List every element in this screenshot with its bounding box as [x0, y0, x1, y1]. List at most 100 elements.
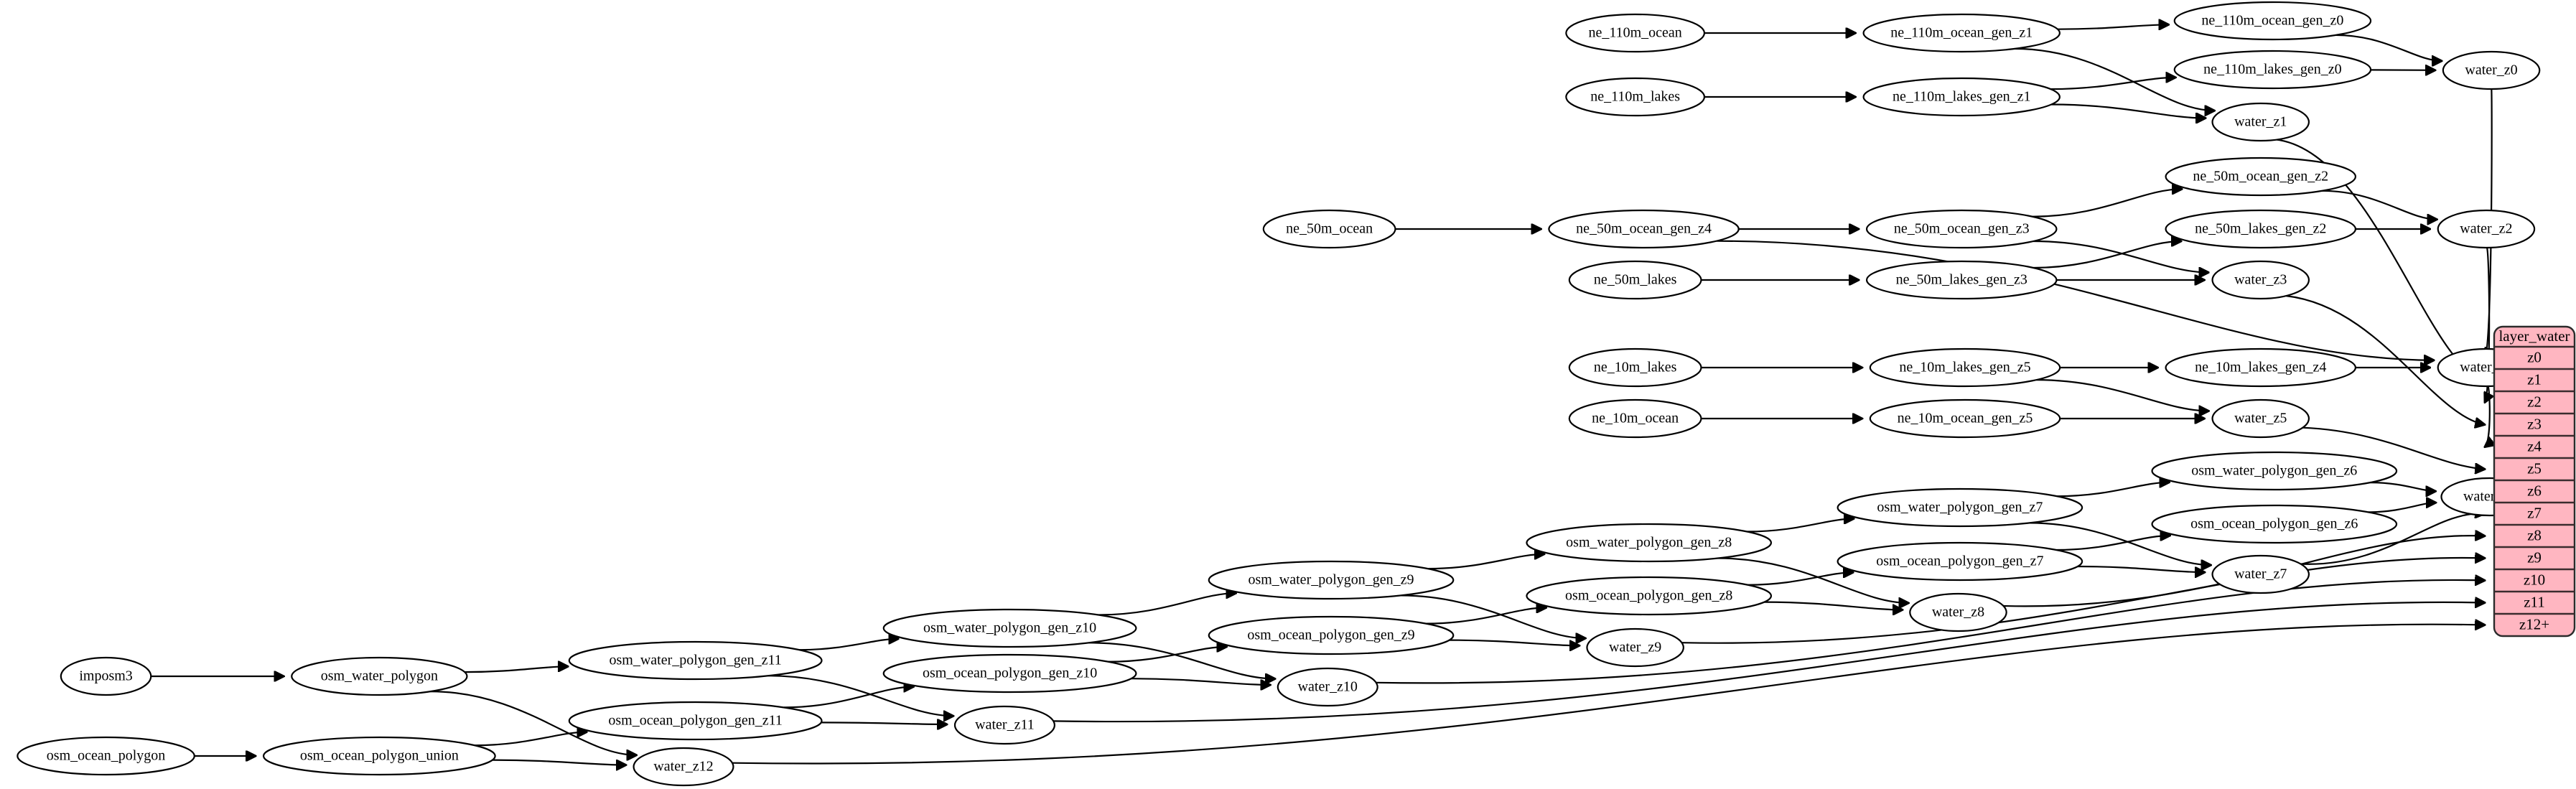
node-shape	[953, 705, 1055, 745]
graph-edge-osm_water_polygon_gen_z6-to-water_z6	[2370, 482, 2436, 491]
graph-node-osm_ocean_polygon_gen_z7[interactable]: osm_ocean_polygon_gen_z7	[1837, 541, 2083, 582]
node-shape	[1909, 592, 2007, 632]
graph-node-osm_water_polygon_gen_z6[interactable]: osm_water_polygon_gen_z6	[2151, 451, 2398, 491]
graph-node-osm_ocean_polygon_gen_z10[interactable]: osm_ocean_polygon_gen_z10	[882, 653, 1137, 694]
graph-node-water_z0[interactable]: water_z0	[2442, 50, 2541, 90]
node-shape	[262, 736, 496, 776]
graph-node-ne_110m_ocean[interactable]: ne_110m_ocean	[1565, 13, 1706, 53]
graph-node-water_z11[interactable]: water_z11	[953, 705, 1055, 745]
graph-edge-osm_water_polygon-to-osm_water_polygon_gen_z11	[465, 666, 568, 673]
graph-edge-ne_50m_ocean_gen_z3-to-ne_50m_ocean_gen_z2	[2032, 189, 2182, 218]
node-shape	[2165, 209, 2357, 249]
graph-node-ne_110m_lakes[interactable]: ne_110m_lakes	[1565, 77, 1706, 117]
graph-edge-water_z5-to-layer_water.z5	[2302, 426, 2485, 470]
graph-edge-osm_water_polygon_gen_z10-to-osm_water_polygon_gen_z9	[1098, 593, 1236, 616]
node-shape	[882, 608, 1137, 648]
node-shape	[60, 656, 152, 696]
graph-node-ne_110m_lakes_gen_z1[interactable]: ne_110m_lakes_gen_z1	[1862, 77, 2061, 117]
node-shape	[1208, 615, 1455, 655]
graph-edge-osm_water_polygon_gen_z10-to-water_z10	[1088, 642, 1275, 678]
graph-node-ne_110m_ocean_gen_z0[interactable]: ne_110m_ocean_gen_z0	[2173, 1, 2372, 41]
graph-node-ne_110m_lakes_gen_z0[interactable]: ne_110m_lakes_gen_z0	[2173, 50, 2372, 90]
graph-node-water_z3[interactable]: water_z3	[2211, 260, 2310, 300]
graph-node-osm_ocean_polygon[interactable]: osm_ocean_polygon	[17, 736, 195, 776]
edges-layer	[151, 24, 2505, 765]
graph-node-ne_10m_lakes[interactable]: ne_10m_lakes	[1568, 347, 1702, 388]
graph-edge-osm_ocean_polygon_gen_z8-to-water_z8	[1764, 601, 1903, 610]
graph-edge-ne_110m_lakes_gen_z1-to-ne_110m_lakes_gen_z0	[2050, 78, 2175, 90]
graph-node-ne_50m_ocean_gen_z4[interactable]: ne_50m_ocean_gen_z4	[1548, 209, 1740, 249]
graph-node-ne_50m_ocean_gen_z3[interactable]: ne_50m_ocean_gen_z3	[1865, 209, 2058, 249]
node-shape	[291, 656, 468, 696]
graph-node-osm_water_polygon_gen_z9[interactable]: osm_water_polygon_gen_z9	[1208, 560, 1455, 600]
node-shape	[2211, 260, 2310, 300]
node-shape	[2165, 347, 2357, 388]
graph-edge-osm_ocean_polygon_gen_z7-to-water_z7	[2077, 565, 2205, 572]
node-shape	[1526, 523, 1773, 563]
graph-edge-water_z2-to-layer_water.z2	[2485, 247, 2489, 403]
node-shape	[1277, 667, 1378, 707]
graph-node-water_z5[interactable]: water_z5	[2211, 398, 2310, 439]
node-shape	[2442, 50, 2541, 90]
nodes-layer: imposm3 osm_water_polygon osm_ocean_polygo…	[17, 1, 2541, 787]
node-shape	[1865, 260, 2058, 300]
graph-node-ne_10m_ocean_gen_z5[interactable]: ne_10m_ocean_gen_z5	[1869, 398, 2061, 439]
graph-edge-osm_water_polygon_gen_z9-to-osm_water_polygon_gen_z8	[1427, 554, 1544, 570]
graph-edge-osm_ocean_polygon_gen_z8-to-osm_ocean_polygon_gen_z7	[1747, 572, 1854, 586]
node-shape	[1862, 77, 2061, 117]
graph-edge-ne_50m_ocean_gen_z3-to-water_z3	[2033, 240, 2208, 273]
graph-node-ne_50m_ocean[interactable]: ne_50m_ocean	[1262, 209, 1396, 249]
graph-node-osm_water_polygon_gen_z11[interactable]: osm_water_polygon_gen_z11	[568, 640, 823, 681]
graph-node-ne_50m_lakes[interactable]: ne_50m_lakes	[1568, 260, 1702, 300]
graph-node-water_z12[interactable]: water_z12	[633, 747, 734, 787]
graph-node-osm_water_polygon_gen_z7[interactable]: osm_water_polygon_gen_z7	[1837, 487, 2083, 528]
node-shape	[1837, 541, 2083, 582]
graph-node-ne_50m_lakes_gen_z2[interactable]: ne_50m_lakes_gen_z2	[2165, 209, 2357, 249]
graph-node-water_z10[interactable]: water_z10	[1277, 667, 1378, 707]
graph-edge-water_z9-to-layer_water.z9	[1681, 558, 2485, 644]
graph-node-ne_50m_ocean_gen_z2[interactable]: ne_50m_ocean_gen_z2	[2165, 157, 2357, 197]
graph-edge-osm_water_polygon_gen_z8-to-osm_water_polygon_gen_z7	[1747, 519, 1854, 533]
node-shape	[2173, 50, 2372, 90]
graph-node-imposm3[interactable]: imposm3	[60, 656, 152, 696]
node-shape	[2151, 504, 2398, 544]
node-shape	[1862, 13, 2061, 53]
node-shape	[1526, 576, 1773, 616]
graph-node-water_z8[interactable]: water_z8	[1909, 592, 2007, 632]
graph-node-osm_water_polygon_gen_z8[interactable]: osm_water_polygon_gen_z8	[1526, 523, 1773, 563]
graph-edge-osm_ocean_polygon_gen_z11-to-water_z11	[821, 722, 947, 724]
graph-node-osm_water_polygon_gen_z10[interactable]: osm_water_polygon_gen_z10	[882, 608, 1137, 648]
graph-node-osm_ocean_polygon_gen_z6[interactable]: osm_ocean_polygon_gen_z6	[2151, 504, 2398, 544]
graph-edge-ne_10m_lakes_gen_z5-to-water_z5	[2036, 379, 2208, 411]
graph-edge-ne_110m_lakes_gen_z1-to-water_z1	[2051, 103, 2206, 118]
graph-node-ne_50m_lakes_gen_z3[interactable]: ne_50m_lakes_gen_z3	[1865, 260, 2058, 300]
node-shape	[568, 701, 823, 741]
graph-edge-osm_water_polygon_gen_z7-to-water_z7	[2029, 522, 2211, 565]
graph-node-water_z9[interactable]: water_z9	[1586, 627, 1684, 668]
graph-node-water_z2[interactable]: water_z2	[2437, 209, 2536, 249]
graph-node-ne_10m_lakes_gen_z4[interactable]: ne_10m_lakes_gen_z4	[2165, 347, 2357, 388]
graph-edge-osm_ocean_polygon_gen_z10-to-water_z10	[1131, 678, 1270, 685]
graph-node-osm_water_polygon[interactable]: osm_water_polygon	[291, 656, 468, 696]
graph-node-osm_ocean_polygon_gen_z11[interactable]: osm_ocean_polygon_gen_z11	[568, 701, 823, 741]
graph-node-water_z7[interactable]: water_z7	[2211, 554, 2310, 594]
graph-edge-ne_110m_ocean_gen_z1-to-ne_110m_ocean_gen_z0	[2058, 24, 2169, 29]
node-shape	[1548, 209, 1740, 249]
graph-node-osm_ocean_polygon_gen_z8[interactable]: osm_ocean_polygon_gen_z8	[1526, 576, 1773, 616]
graph-edge-osm_water_polygon_gen_z11-to-water_z11	[768, 675, 953, 716]
graph-edge-osm_ocean_polygon_gen_z6-to-water_z6	[2368, 503, 2436, 513]
graph-node-osm_ocean_polygon_gen_z9[interactable]: osm_ocean_polygon_gen_z9	[1208, 615, 1455, 655]
graph-edge-osm_water_polygon_gen_z11-to-osm_water_polygon_gen_z10	[799, 639, 898, 651]
graph-node-osm_ocean_polygon_union[interactable]: osm_ocean_polygon_union	[262, 736, 496, 776]
node-shape	[2173, 1, 2372, 41]
node-shape	[568, 640, 823, 681]
graph-node-ne_10m_lakes_gen_z5[interactable]: ne_10m_lakes_gen_z5	[1869, 347, 2061, 388]
node-shape	[1565, 13, 1706, 53]
graph-edge-osm_water_polygon-to-water_z12	[430, 691, 636, 755]
graph-node-ne_10m_ocean[interactable]: ne_10m_ocean	[1568, 398, 1702, 439]
graph-node-water_z1[interactable]: water_z1	[2211, 102, 2310, 142]
graph-node-ne_110m_ocean_gen_z1[interactable]: ne_110m_ocean_gen_z1	[1862, 13, 2061, 53]
graph-edge-osm_ocean_polygon_gen_z7-to-osm_ocean_polygon_gen_z6	[2056, 536, 2170, 551]
node-shape	[1568, 260, 1702, 300]
graph-edge-osm_water_polygon_gen_z9-to-water_z9	[1400, 594, 1586, 638]
